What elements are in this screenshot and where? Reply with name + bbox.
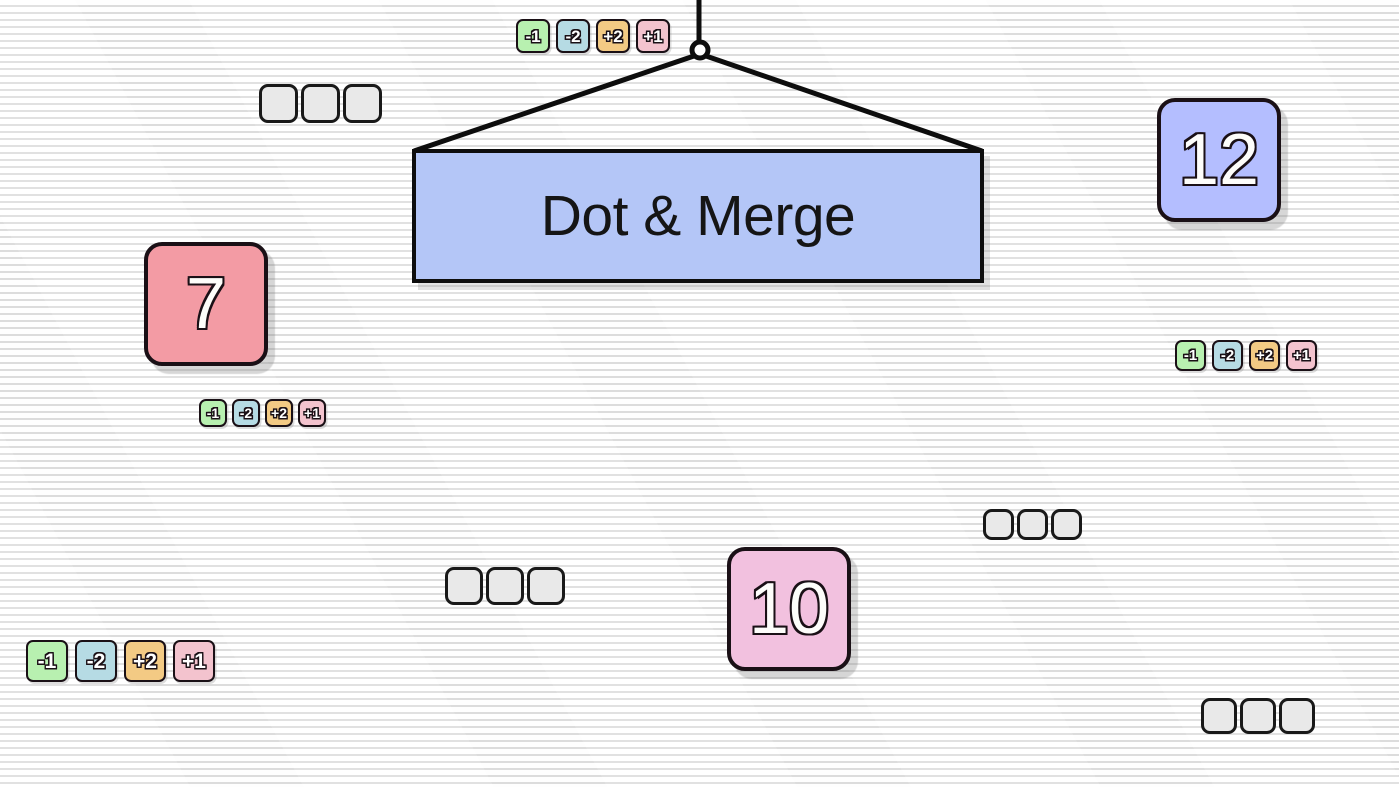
modifier-badge-group: -1 -2 +2 +1 (1175, 340, 1317, 371)
modifier-badge[interactable]: -1 (26, 640, 68, 682)
modifier-badge-label: +1 (304, 405, 320, 421)
empty-slot[interactable] (1279, 698, 1315, 734)
modifier-badge-label: -2 (1220, 347, 1235, 364)
empty-slot[interactable] (983, 509, 1014, 540)
empty-slot[interactable] (259, 84, 298, 123)
modifier-badge[interactable]: +2 (1249, 340, 1280, 371)
modifier-badge-label: -2 (86, 649, 106, 673)
empty-slot[interactable] (1051, 509, 1082, 540)
ring-pivot-icon (689, 39, 711, 61)
modifier-badge[interactable]: -1 (199, 399, 227, 427)
empty-slot[interactable] (1201, 698, 1237, 734)
empty-slot[interactable] (527, 567, 565, 605)
modifier-badge[interactable]: -2 (232, 399, 260, 427)
empty-slot-group (445, 567, 565, 605)
number-tile[interactable]: 10 (727, 547, 851, 671)
number-tile-value: 10 (747, 569, 830, 649)
modifier-badge-group: -1 -2 +2 +1 (516, 19, 670, 53)
empty-slot[interactable] (1017, 509, 1048, 540)
modifier-badge[interactable]: +1 (1286, 340, 1317, 371)
number-tile[interactable]: 12 (1157, 98, 1281, 222)
number-tile[interactable]: 7 (144, 242, 268, 366)
modifier-badge-label: +2 (271, 405, 287, 421)
modifier-badge-label: -1 (206, 405, 220, 421)
modifier-badge[interactable]: +2 (124, 640, 166, 682)
modifier-badge[interactable]: -1 (1175, 340, 1206, 371)
game-title-banner[interactable]: Dot & Merge (412, 149, 984, 283)
modifier-badge[interactable]: +1 (173, 640, 215, 682)
modifier-badge[interactable]: -2 (75, 640, 117, 682)
empty-slot[interactable] (301, 84, 340, 123)
modifier-badge-label: +1 (643, 26, 663, 46)
modifier-badge[interactable]: +1 (298, 399, 326, 427)
number-tile-value: 12 (1177, 120, 1260, 200)
modifier-badge-label: -1 (37, 649, 57, 673)
modifier-badge[interactable]: -1 (516, 19, 550, 53)
empty-slot[interactable] (445, 567, 483, 605)
rope-left-line (413, 53, 695, 154)
empty-slot-group (259, 84, 382, 123)
empty-slot[interactable] (486, 567, 524, 605)
modifier-badge[interactable]: -2 (1212, 340, 1243, 371)
modifier-badge-group: -1 -2 +2 +1 (26, 640, 215, 682)
modifier-badge[interactable]: +2 (265, 399, 293, 427)
modifier-badge-label: +2 (1255, 347, 1274, 364)
modifier-badge[interactable]: -2 (556, 19, 590, 53)
page-title: Dot & Merge (540, 183, 856, 248)
modifier-badge-label: -2 (239, 405, 253, 421)
modifier-badge-label: +1 (182, 649, 206, 673)
modifier-badge-label: +2 (133, 649, 157, 673)
modifier-badge[interactable]: +1 (636, 19, 670, 53)
modifier-badge[interactable]: +2 (596, 19, 630, 53)
empty-slot-group (1201, 698, 1315, 734)
modifier-badge-label: -1 (525, 26, 541, 46)
modifier-badge-group: -1 -2 +2 +1 (199, 399, 326, 427)
number-tile-value: 7 (184, 264, 227, 344)
empty-slot[interactable] (343, 84, 382, 123)
modifier-badge-label: +1 (1292, 347, 1311, 364)
empty-slot[interactable] (1240, 698, 1276, 734)
empty-slot-group (983, 509, 1082, 540)
modifier-badge-label: -1 (1183, 347, 1198, 364)
modifier-badge-label: +2 (603, 26, 623, 46)
modifier-badge-label: -2 (565, 26, 581, 46)
rope-right-line (705, 53, 983, 154)
